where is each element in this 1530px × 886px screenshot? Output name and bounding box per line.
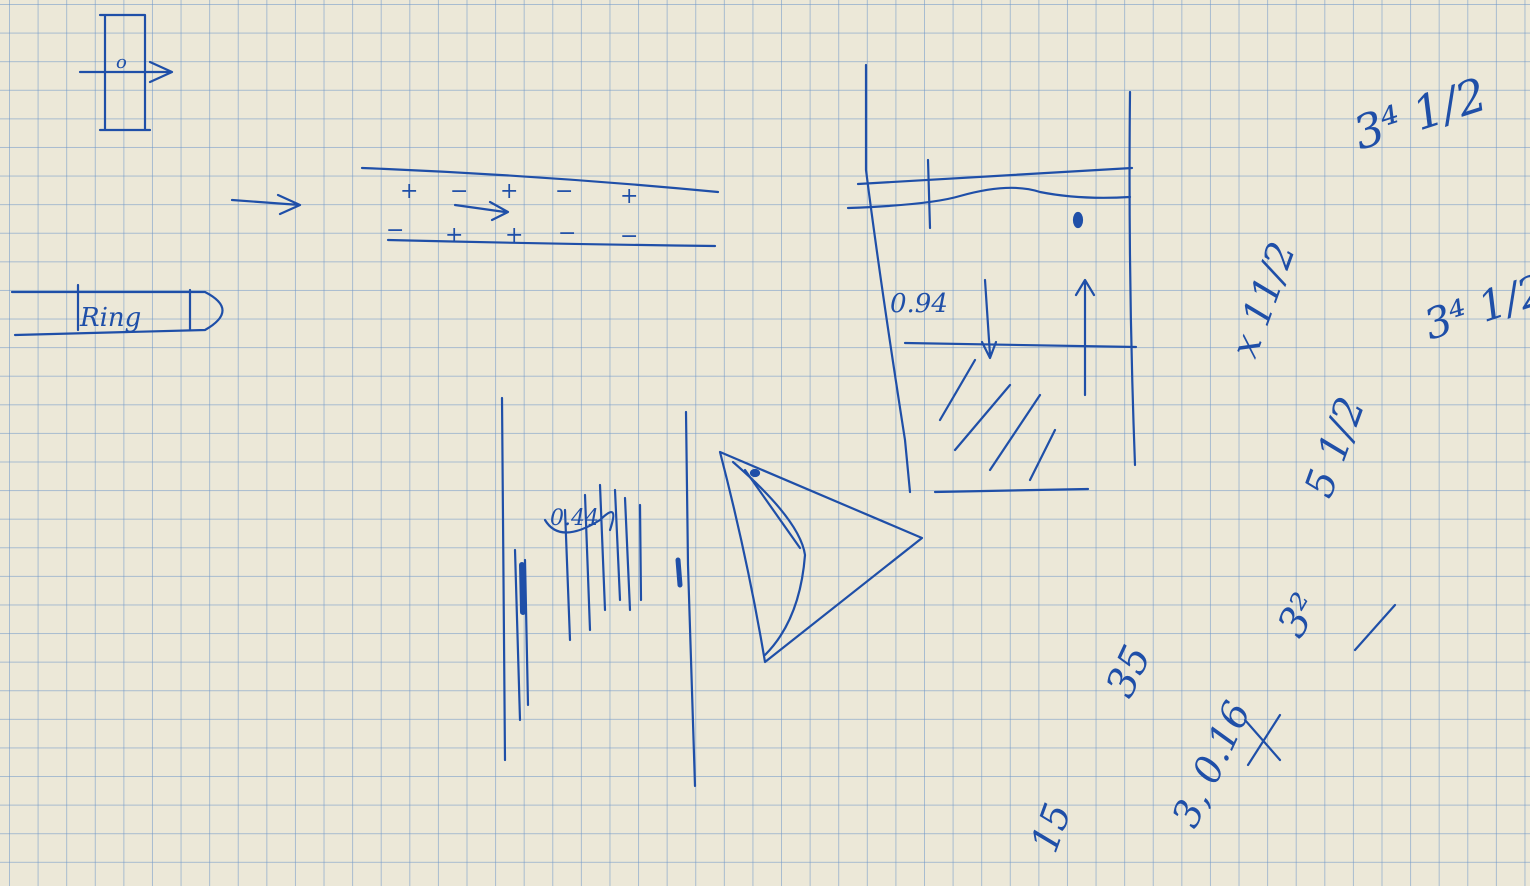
square-note: 0.94: [890, 289, 948, 319]
channel-sign-bottom-1: −: [386, 218, 404, 243]
note-fifteen: 15: [1022, 798, 1080, 858]
channel-sign-top-3: +: [500, 179, 518, 204]
channel-sign-top-4: −: [555, 179, 573, 204]
channel-sign-top-1: +: [400, 179, 418, 204]
charge-channel-sketch: + − + − + − + + − −: [362, 168, 718, 249]
note-ratio: 3, 0.16: [1163, 695, 1259, 834]
channel-sign-bottom-3: +: [505, 223, 523, 248]
note-eleven-half: x 11/2: [1222, 236, 1304, 363]
transition-arrow: [232, 195, 300, 214]
tall-box-sketch: 0.44: [502, 398, 695, 786]
note-five-half: 5 1/2: [1296, 391, 1374, 503]
tube-label: Ring: [79, 303, 141, 333]
triangle-sketch: [720, 452, 922, 662]
channel-sign-bottom-4: −: [558, 221, 576, 246]
small-box-label: o: [116, 52, 127, 73]
layered-box-sketch: 0.94: [848, 65, 1136, 492]
tube-sketch: Ring: [12, 285, 223, 335]
note-35: 35: [1097, 639, 1160, 705]
channel-sign-bottom-5: −: [620, 224, 638, 249]
note-top-right: 3⁴ 1/2: [1347, 67, 1493, 160]
tall-box-note: 0.44: [550, 506, 599, 531]
note-three-squared: 3²: [1269, 586, 1330, 645]
channel-sign-top-2: −: [450, 179, 468, 204]
channel-sign-top-5: +: [620, 184, 638, 209]
small-box-sketch: o: [80, 15, 172, 130]
channel-sign-bottom-2: +: [445, 223, 463, 248]
right-number-notes: 3⁴ 1/2 3⁴ 1/2 5 1/2 x 11/2 35 3² 3, 0.16…: [1022, 67, 1530, 858]
note-mid-right: 3⁴ 1/2: [1418, 264, 1530, 349]
